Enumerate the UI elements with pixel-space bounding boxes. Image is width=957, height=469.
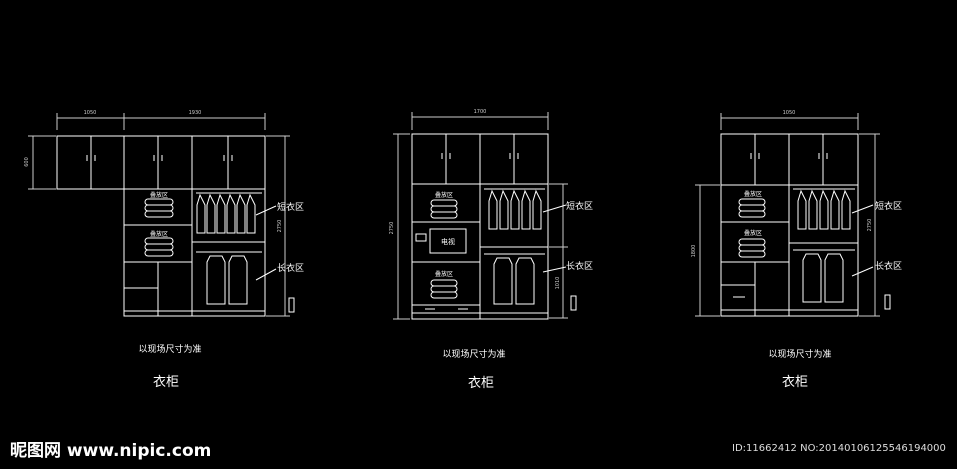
- dimension-right: [266, 135, 290, 317]
- short-hanging-clothes: [196, 193, 256, 234]
- small-device-mark: [415, 233, 427, 242]
- dimension-top: [720, 113, 859, 130]
- dimension-left: [28, 135, 56, 190]
- dimension-left: [695, 184, 720, 317]
- folded-clothes-stack: [144, 198, 174, 257]
- dimension-text: 2750: [867, 219, 873, 232]
- folded-zone-label: 叠放区: [150, 191, 168, 199]
- leader-line: [542, 204, 567, 213]
- upper-cabinet-frame: [56, 135, 266, 190]
- note-text: 以现场尺寸为准: [768, 348, 831, 360]
- tv-box: [429, 228, 467, 254]
- leader-line: [851, 204, 874, 214]
- short-clothes-label: 短衣区: [566, 200, 593, 212]
- dimension-text: 600: [24, 157, 30, 167]
- door-handle: [86, 155, 233, 161]
- dimension-text: 1050: [783, 110, 796, 116]
- drawing-title: 衣柜: [782, 374, 808, 390]
- wardrobe-3: 1050 1800 2750: [691, 110, 902, 390]
- note-text: 以现场尺寸为准: [442, 348, 505, 360]
- dimension-text: 1010: [555, 277, 561, 290]
- leader-line: [851, 266, 874, 277]
- dimension-right: [859, 133, 880, 317]
- short-hanging-clothes: [488, 189, 542, 230]
- short-hanging-clothes: [797, 189, 851, 230]
- tv-label: 电视: [441, 237, 455, 246]
- dimension-text: 2750: [277, 220, 283, 233]
- dimension-text: 1700: [474, 109, 487, 115]
- folded-zone-label: 叠放区: [435, 270, 453, 278]
- dimension-text: 2750: [389, 222, 395, 235]
- long-hanging-clothes: [802, 253, 844, 303]
- drawing-title: 衣柜: [468, 375, 494, 391]
- door-handle: [441, 153, 519, 159]
- outlet-mark: [570, 295, 577, 311]
- leader-line: [542, 266, 567, 273]
- dimension-left: [393, 133, 410, 320]
- watermark-id: ID:11662412 NO:20140106125546194000: [732, 443, 946, 454]
- drawing-title: 衣柜: [153, 374, 179, 390]
- note-text: 以现场尺寸为准: [138, 343, 201, 355]
- long-clothes-label: 长衣区: [566, 260, 593, 272]
- folded-zone-label: 叠放区: [744, 190, 762, 198]
- lower-cabinet-frame: [123, 188, 266, 317]
- folded-clothes-stack: [738, 198, 766, 258]
- outlet-mark: [288, 297, 295, 313]
- folded-zone-label: 叠放区: [150, 230, 168, 238]
- dimension-text: 1930: [189, 110, 202, 116]
- dimension-text: 1050: [84, 110, 97, 116]
- leader-line: [255, 268, 277, 281]
- door-handle: [750, 153, 828, 159]
- long-hanging-clothes: [493, 257, 535, 305]
- dimension-top: [411, 112, 549, 130]
- dimension-text: 1800: [691, 245, 697, 258]
- dimension-top: [56, 113, 266, 130]
- wardrobe-2: 1700 2750 1010: [389, 109, 593, 391]
- long-hanging-clothes: [206, 255, 248, 305]
- folded-zone-label: 叠放区: [744, 229, 762, 237]
- wardrobe-1: 1050 1930 600 2750: [24, 110, 304, 390]
- folded-zone-label: 叠放区: [435, 191, 453, 199]
- short-clothes-label: 短衣区: [875, 200, 902, 212]
- short-clothes-label: 短衣区: [277, 201, 304, 213]
- outlet-mark: [884, 294, 891, 310]
- folded-clothes-stack: [430, 199, 458, 299]
- watermark-logo: 昵图网 www.nipic.com: [10, 441, 212, 461]
- long-clothes-label: 长衣区: [875, 260, 902, 272]
- leader-line: [255, 205, 277, 216]
- long-clothes-label: 长衣区: [277, 262, 304, 274]
